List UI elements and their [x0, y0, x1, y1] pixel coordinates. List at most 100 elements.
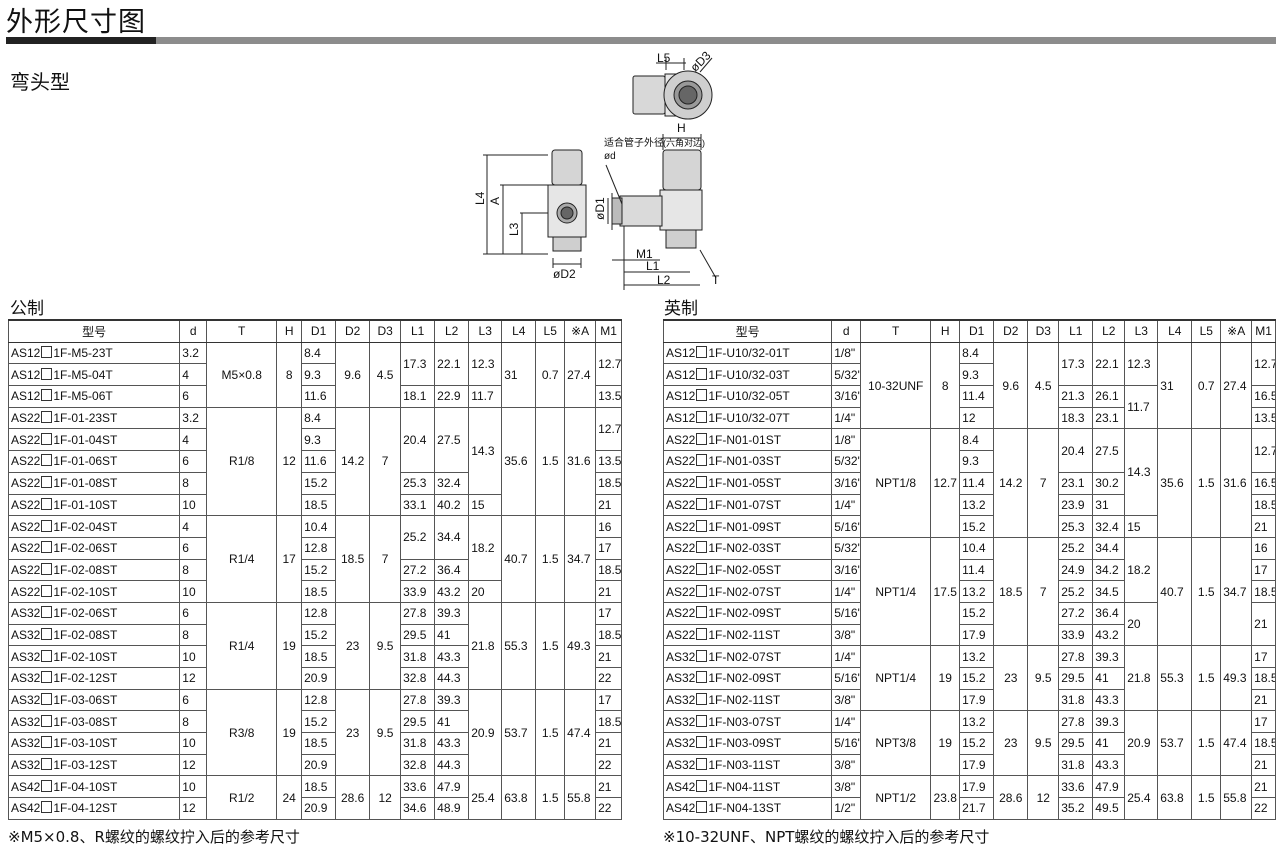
- table-cell: R3/8: [206, 688, 278, 777]
- table-cell: 13.5: [595, 385, 622, 408]
- blank-box-icon: [696, 627, 708, 640]
- table-cell: 16.5: [1251, 385, 1276, 408]
- table-cell: 15.2: [301, 623, 337, 647]
- table-cell: R1/4: [206, 515, 278, 603]
- column-header: L4: [501, 318, 537, 343]
- table-cell: 8: [276, 341, 303, 408]
- table-cell: 21: [595, 493, 622, 517]
- table-cell: 1.5: [535, 688, 566, 777]
- table-cell: 25.4: [1124, 775, 1159, 820]
- table-cell: 17: [595, 601, 622, 625]
- table-cell: 12: [369, 775, 402, 820]
- table-cell: 11.7: [1124, 385, 1159, 430]
- table-cell: 8: [179, 471, 208, 495]
- table-cell: 27.5: [1092, 428, 1126, 473]
- table-cell: 15.2: [301, 710, 337, 734]
- table-cell: 17: [276, 515, 303, 603]
- table-cell: 27.8: [1058, 710, 1094, 734]
- table-cell: 20.9: [301, 753, 337, 777]
- blank-box-icon: [696, 584, 708, 597]
- table-cell: 12.3: [1124, 341, 1159, 387]
- blank-box-icon: [41, 497, 53, 510]
- inch-label: 英制: [664, 299, 698, 319]
- blank-box-icon: [696, 801, 708, 814]
- table-cell: 16: [1251, 536, 1276, 560]
- table-cell: 3/8": [831, 775, 862, 799]
- table-cell: 1.5: [1191, 428, 1222, 538]
- table-cell: 12.8: [301, 688, 337, 712]
- table-cell: 35.2: [1058, 797, 1094, 820]
- column-header: d: [831, 318, 862, 343]
- table-cell: 11.4: [959, 471, 995, 495]
- table-cell: 8: [930, 341, 961, 430]
- table-cell: 9.3: [301, 363, 337, 387]
- table-cell: 31: [1092, 493, 1126, 517]
- blank-box-icon: [696, 736, 708, 749]
- table-cell: 34.2: [1092, 558, 1126, 582]
- section-subtitle: 弯头型: [10, 70, 70, 94]
- table-cell: 18.5: [595, 710, 622, 734]
- table-cell: 17.3: [400, 341, 436, 387]
- table-cell: 21.7: [959, 797, 995, 820]
- table-cell: 22.1: [434, 341, 470, 387]
- table-cell: 23.9: [1058, 493, 1094, 517]
- table-cell: 21.8: [1124, 645, 1159, 712]
- table-cell: 15.2: [959, 601, 995, 625]
- table-cell: 18.5: [1251, 493, 1276, 517]
- table-cell: 6: [179, 385, 208, 408]
- table-cell: 31.8: [1058, 688, 1094, 712]
- table-cell: 32.4: [1092, 515, 1126, 538]
- blank-box-icon: [696, 779, 708, 792]
- table-cell: 27.4: [1220, 341, 1253, 430]
- column-header: M1: [1251, 318, 1276, 343]
- table-cell: 31.8: [400, 732, 436, 755]
- table-cell: 4: [179, 363, 208, 387]
- table-cell: 12.7: [930, 428, 961, 538]
- table-cell: 23: [335, 601, 371, 690]
- column-header: L5: [1191, 318, 1222, 343]
- table-cell: 1/2": [831, 797, 862, 820]
- table-cell: 41: [434, 623, 470, 647]
- blank-box-icon: [696, 497, 708, 510]
- table-cell: 31.8: [1058, 753, 1094, 777]
- table-cell: 10: [179, 775, 208, 799]
- table-cell: 41: [434, 710, 470, 734]
- table-cell: 5/16": [831, 601, 862, 625]
- table-cell: 49.3: [1220, 645, 1253, 712]
- table-cell: 3/8": [831, 753, 862, 777]
- table-cell: 9.5: [1027, 645, 1060, 712]
- blank-box-icon: [696, 714, 708, 727]
- column-header: L4: [1157, 318, 1193, 343]
- table-cell: 8.4: [301, 406, 337, 430]
- blank-box-icon: [41, 562, 53, 575]
- table-cell: 9.5: [369, 688, 402, 777]
- table-cell: 12.7: [1251, 341, 1276, 387]
- blank-box-icon: [41, 758, 53, 771]
- table-cell: 21.3: [1058, 385, 1094, 408]
- table-cell: 33.6: [1058, 775, 1094, 799]
- table-cell: 1.5: [535, 775, 566, 820]
- table-cell: 12.8: [301, 536, 337, 560]
- table-cell: 15.2: [301, 558, 337, 582]
- table-cell: 5/16": [831, 667, 862, 690]
- blank-box-icon: [696, 671, 708, 684]
- table-cell: 1/4": [831, 493, 862, 517]
- table-cell: 27.4: [564, 341, 597, 408]
- table-cell: 0.7: [535, 341, 566, 408]
- table-cell: 9.3: [959, 363, 995, 387]
- blank-box-icon: [41, 606, 53, 619]
- blank-box-icon: [41, 411, 53, 424]
- table-cell: 33.6: [400, 775, 436, 799]
